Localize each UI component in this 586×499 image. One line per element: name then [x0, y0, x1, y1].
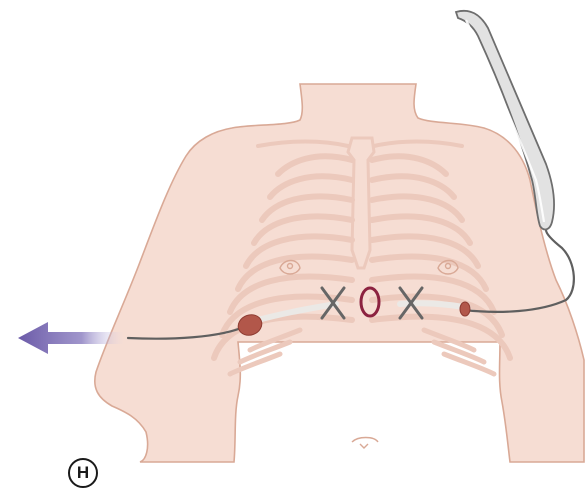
rib-right	[369, 233, 481, 269]
rib-lower-left	[227, 351, 283, 377]
incision-mark-right	[398, 286, 424, 320]
rib-left	[243, 233, 355, 269]
rib-left	[267, 173, 355, 200]
subxiphoid-incision	[359, 286, 381, 318]
clavicle-right	[372, 139, 464, 148]
insertion-pad-left	[237, 314, 263, 336]
navel	[351, 436, 379, 449]
rib-lower-right	[441, 351, 497, 377]
rib-right	[369, 213, 473, 246]
introducer-instrument	[454, 9, 555, 231]
nipple-left	[279, 259, 301, 275]
rib-lower-right	[421, 327, 477, 353]
torso	[94, 83, 585, 463]
rib-left	[275, 153, 355, 177]
insertion-pad-right	[459, 301, 471, 317]
incision-mark-left	[320, 286, 346, 320]
panel-label: H	[68, 458, 98, 488]
introducer-shaft-line	[465, 19, 546, 223]
rib-right	[369, 173, 457, 200]
rib-lower-right	[431, 339, 487, 365]
rib-right	[369, 273, 497, 315]
rib-left	[259, 193, 355, 223]
rib-left	[227, 273, 355, 315]
rib-left	[235, 253, 355, 292]
rib-right	[369, 193, 465, 223]
rib-right	[369, 293, 505, 338]
nipple-right	[437, 259, 459, 275]
guide-wire-left	[126, 324, 248, 340]
pull-direction-arrow	[18, 322, 124, 354]
rib-lower-left	[237, 339, 293, 365]
rib-right	[369, 153, 449, 177]
rib-lower-left	[247, 327, 303, 353]
rib-right	[369, 313, 513, 361]
clavicle-left	[256, 139, 350, 148]
guide-wire-right	[462, 228, 575, 313]
rib-left	[251, 213, 355, 246]
